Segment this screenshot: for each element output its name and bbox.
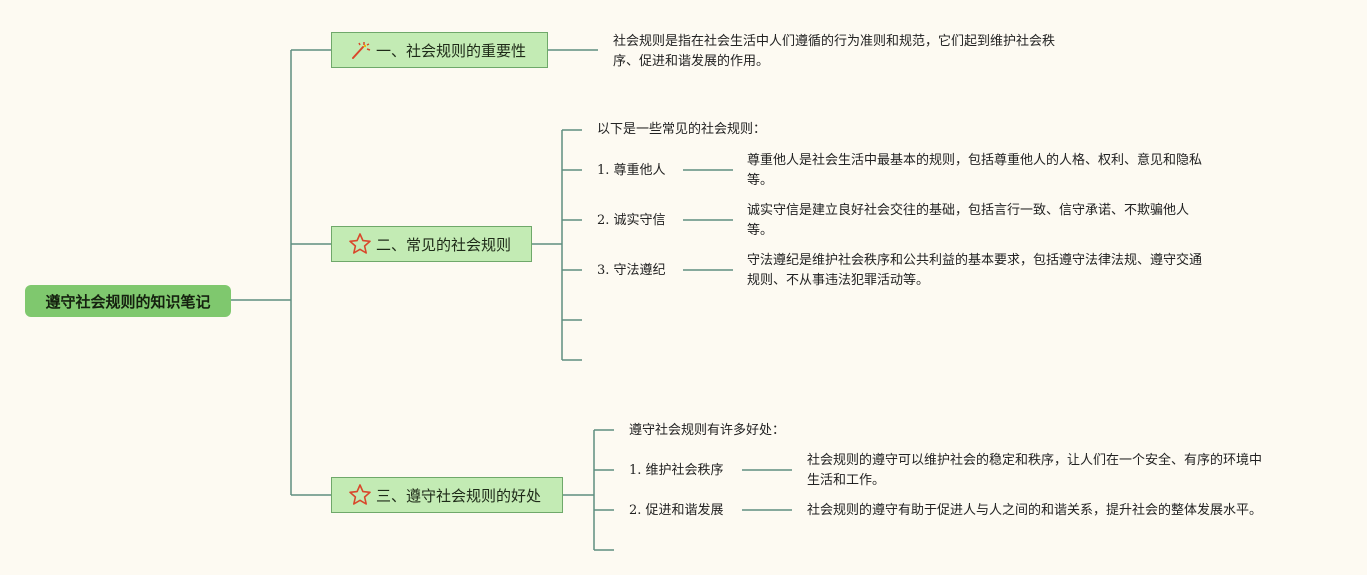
root-title: 遵守社会规则的知识笔记 xyxy=(45,292,211,311)
rule-item-law[interactable]: 3. 守法遵纪 xyxy=(597,263,666,278)
branch-benefits[interactable]: 三、遵守社会规则的好处 xyxy=(331,477,563,513)
text-line: 规则、不从事违法犯罪活动等。 xyxy=(747,273,930,288)
star-icon xyxy=(348,483,372,507)
rule-item-honesty[interactable]: 2. 诚实守信 xyxy=(597,213,666,228)
benefit-item-harmony[interactable]: 2. 促进和谐发展 xyxy=(629,503,724,518)
text-line: 守法遵纪是维护社会秩序和公共利益的基本要求，包括遵守法律法规、遵守交通 xyxy=(747,253,1203,268)
branch-title: 二、常见的社会规则 xyxy=(376,235,512,254)
rule-item-law-desc: 守法遵纪是维护社会秩序和公共利益的基本要求，包括遵守法律法规、遵守交通 规则、不… xyxy=(747,251,1202,291)
text-line: 社会规则的遵守可以维护社会的稳定和秩序，让人们在一个安全、有序的环境中 xyxy=(807,453,1263,468)
text-line: 序、促进和谐发展的作用。 xyxy=(613,54,770,69)
branch-title: 三、遵守社会规则的好处 xyxy=(376,486,542,505)
common-rules-intro: 以下是一些常见的社会规则： xyxy=(597,122,767,137)
text-line: 诚实守信是建立良好社会交往的基础，包括言行一致、信守承诺、不欺骗他人 xyxy=(747,203,1190,218)
benefit-item-order[interactable]: 1. 维护社会秩序 xyxy=(629,463,724,478)
rule-item-respect-desc: 尊重他人是社会生活中最基本的规则，包括尊重他人的人格、权利、意见和隐私 等。 xyxy=(747,151,1202,191)
rule-item-honesty-desc: 诚实守信是建立良好社会交往的基础，包括言行一致、信守承诺、不欺骗他人 等。 xyxy=(747,201,1189,241)
rule-item-respect[interactable]: 1. 尊重他人 xyxy=(597,163,666,178)
branch-importance-text: 社会规则是指在社会生活中人们遵循的行为准则和规范，它们起到维护社会秩 序、促进和… xyxy=(613,32,1055,72)
magic-wand-icon xyxy=(348,38,372,62)
text-line: 等。 xyxy=(747,173,774,188)
text-line: 社会规则的遵守有助于促进人与人之间的和谐关系，提升社会的整体发展水平。 xyxy=(807,503,1263,518)
branch-common-rules[interactable]: 二、常见的社会规则 xyxy=(331,226,532,262)
text-line: 等。 xyxy=(747,223,774,238)
root-node[interactable]: 遵守社会规则的知识笔记 xyxy=(25,285,231,317)
text-line: 尊重他人是社会生活中最基本的规则，包括尊重他人的人格、权利、意见和隐私 xyxy=(747,153,1203,168)
text-line: 生活和工作。 xyxy=(807,473,886,488)
benefit-item-order-desc: 社会规则的遵守可以维护社会的稳定和秩序，让人们在一个安全、有序的环境中 生活和工… xyxy=(807,451,1262,491)
text-line: 社会规则是指在社会生活中人们遵循的行为准则和规范，它们起到维护社会秩 xyxy=(613,34,1056,49)
benefit-item-harmony-desc: 社会规则的遵守有助于促进人与人之间的和谐关系，提升社会的整体发展水平。 xyxy=(807,501,1262,521)
star-icon xyxy=(348,232,372,256)
branch-importance[interactable]: 一、社会规则的重要性 xyxy=(331,32,548,68)
branch-title: 一、社会规则的重要性 xyxy=(376,41,527,60)
benefits-intro: 遵守社会规则有许多好处： xyxy=(629,423,786,438)
